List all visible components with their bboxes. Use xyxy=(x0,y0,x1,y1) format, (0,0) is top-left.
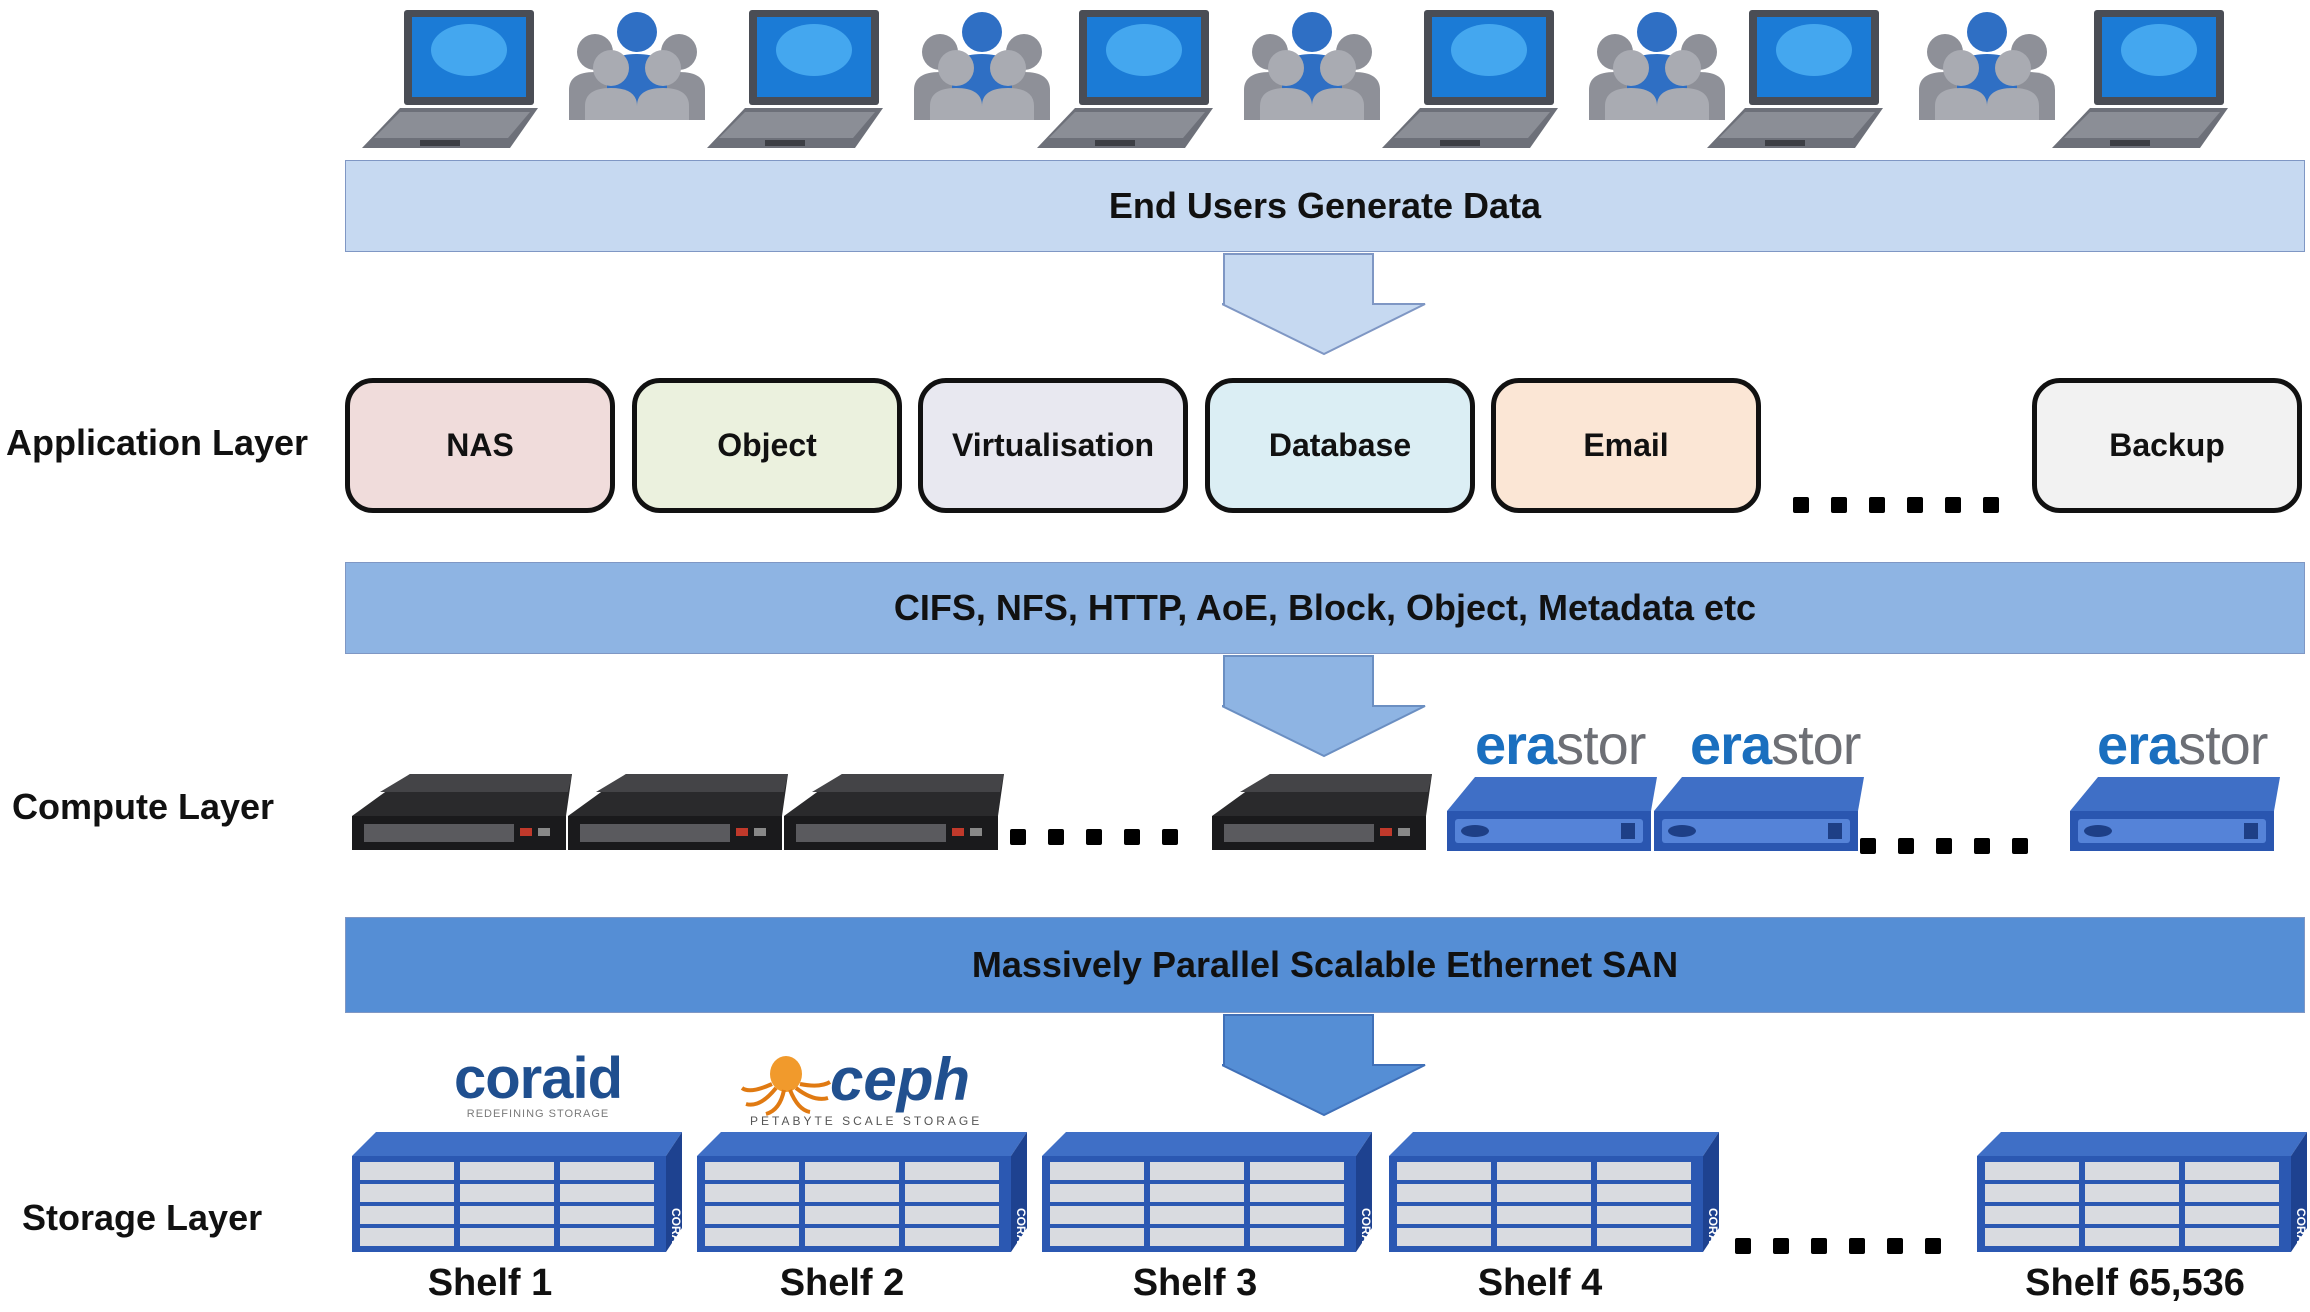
shelf-label: Shelf 1 xyxy=(427,1262,553,1304)
storage-shelf-icon: CORAID xyxy=(352,1132,683,1255)
app-box-object: Object xyxy=(632,378,902,513)
shelf-brand-text: CORAID xyxy=(1014,1208,1028,1255)
coraid-logo: coraid REDEFINING STORAGE xyxy=(453,1046,623,1121)
laptop-icon xyxy=(1707,10,1883,148)
app-box-database: Database xyxy=(1205,378,1475,513)
ellipsis-dots xyxy=(1860,838,2028,854)
server-icon xyxy=(568,774,788,850)
server-icon xyxy=(784,774,1004,850)
erastor-appliance-icon xyxy=(1447,777,1657,851)
storage-layer-label: Storage Layer xyxy=(22,1197,263,1238)
app-box-backup: Backup xyxy=(2032,378,2302,513)
laptop-icon xyxy=(1037,10,1213,148)
user-group-icon xyxy=(569,12,705,120)
octopus-icon xyxy=(740,1056,832,1116)
san-banner: Massively Parallel Scalable Ethernet SAN xyxy=(345,917,2305,1013)
erastor-logo: erastor xyxy=(2097,713,2268,776)
shelf-label: Shelf 65,536 xyxy=(2025,1262,2245,1304)
laptop-icon xyxy=(707,10,883,148)
user-group-icon xyxy=(1244,12,1380,120)
ellipsis-dots xyxy=(1735,1238,1941,1254)
user-group-icon xyxy=(1589,12,1725,120)
ellipsis-dots xyxy=(1793,497,1999,513)
erastor-logo: erastor xyxy=(1475,713,1646,776)
storage-shelf-icon: CORAID xyxy=(1042,1132,1373,1255)
erastor-appliance-icon xyxy=(2070,777,2280,851)
down-arrow-icon xyxy=(1222,1014,1426,1117)
laptop-icon xyxy=(362,10,538,148)
end-users-banner: End Users Generate Data xyxy=(345,160,2305,252)
laptop-icon xyxy=(2052,10,2228,148)
shelf-label: Shelf 3 xyxy=(1132,1262,1258,1304)
shelf-label: Shelf 4 xyxy=(1477,1262,1603,1304)
ellipsis-dots xyxy=(1010,829,1178,845)
shelf-brand-text: CORAID xyxy=(1359,1208,1373,1255)
shelf-brand-text: CORAID xyxy=(2294,1208,2308,1255)
down-arrow-icon xyxy=(1222,253,1426,356)
laptop-icon xyxy=(1382,10,1558,148)
user-group-icon xyxy=(1919,12,2055,120)
down-arrow-icon xyxy=(1222,655,1426,758)
app-box-email: Email xyxy=(1491,378,1761,513)
shelf-label: Shelf 2 xyxy=(779,1262,905,1304)
server-icon xyxy=(1212,774,1432,850)
app-box-nas: NAS xyxy=(345,378,615,513)
user-group-icon xyxy=(914,12,1050,120)
application-layer-label: Application Layer xyxy=(6,422,309,463)
shelf-brand-text: CORAID xyxy=(1706,1208,1720,1255)
erastor-appliance-icon xyxy=(1654,777,1864,851)
storage-shelf-icon: CORAID xyxy=(1389,1132,1720,1255)
app-box-virtualisation: Virtualisation xyxy=(918,378,1188,513)
storage-shelf-icon: CORAID xyxy=(1977,1132,2308,1255)
compute-layer-label: Compute Layer xyxy=(12,786,275,827)
protocols-banner: CIFS, NFS, HTTP, AoE, Block, Object, Met… xyxy=(345,562,2305,654)
storage-shelf-icon: CORAID xyxy=(697,1132,1028,1255)
shelf-brand-text: CORAID xyxy=(669,1208,683,1255)
server-icon xyxy=(352,774,572,850)
erastor-logo: erastor xyxy=(1690,713,1861,776)
